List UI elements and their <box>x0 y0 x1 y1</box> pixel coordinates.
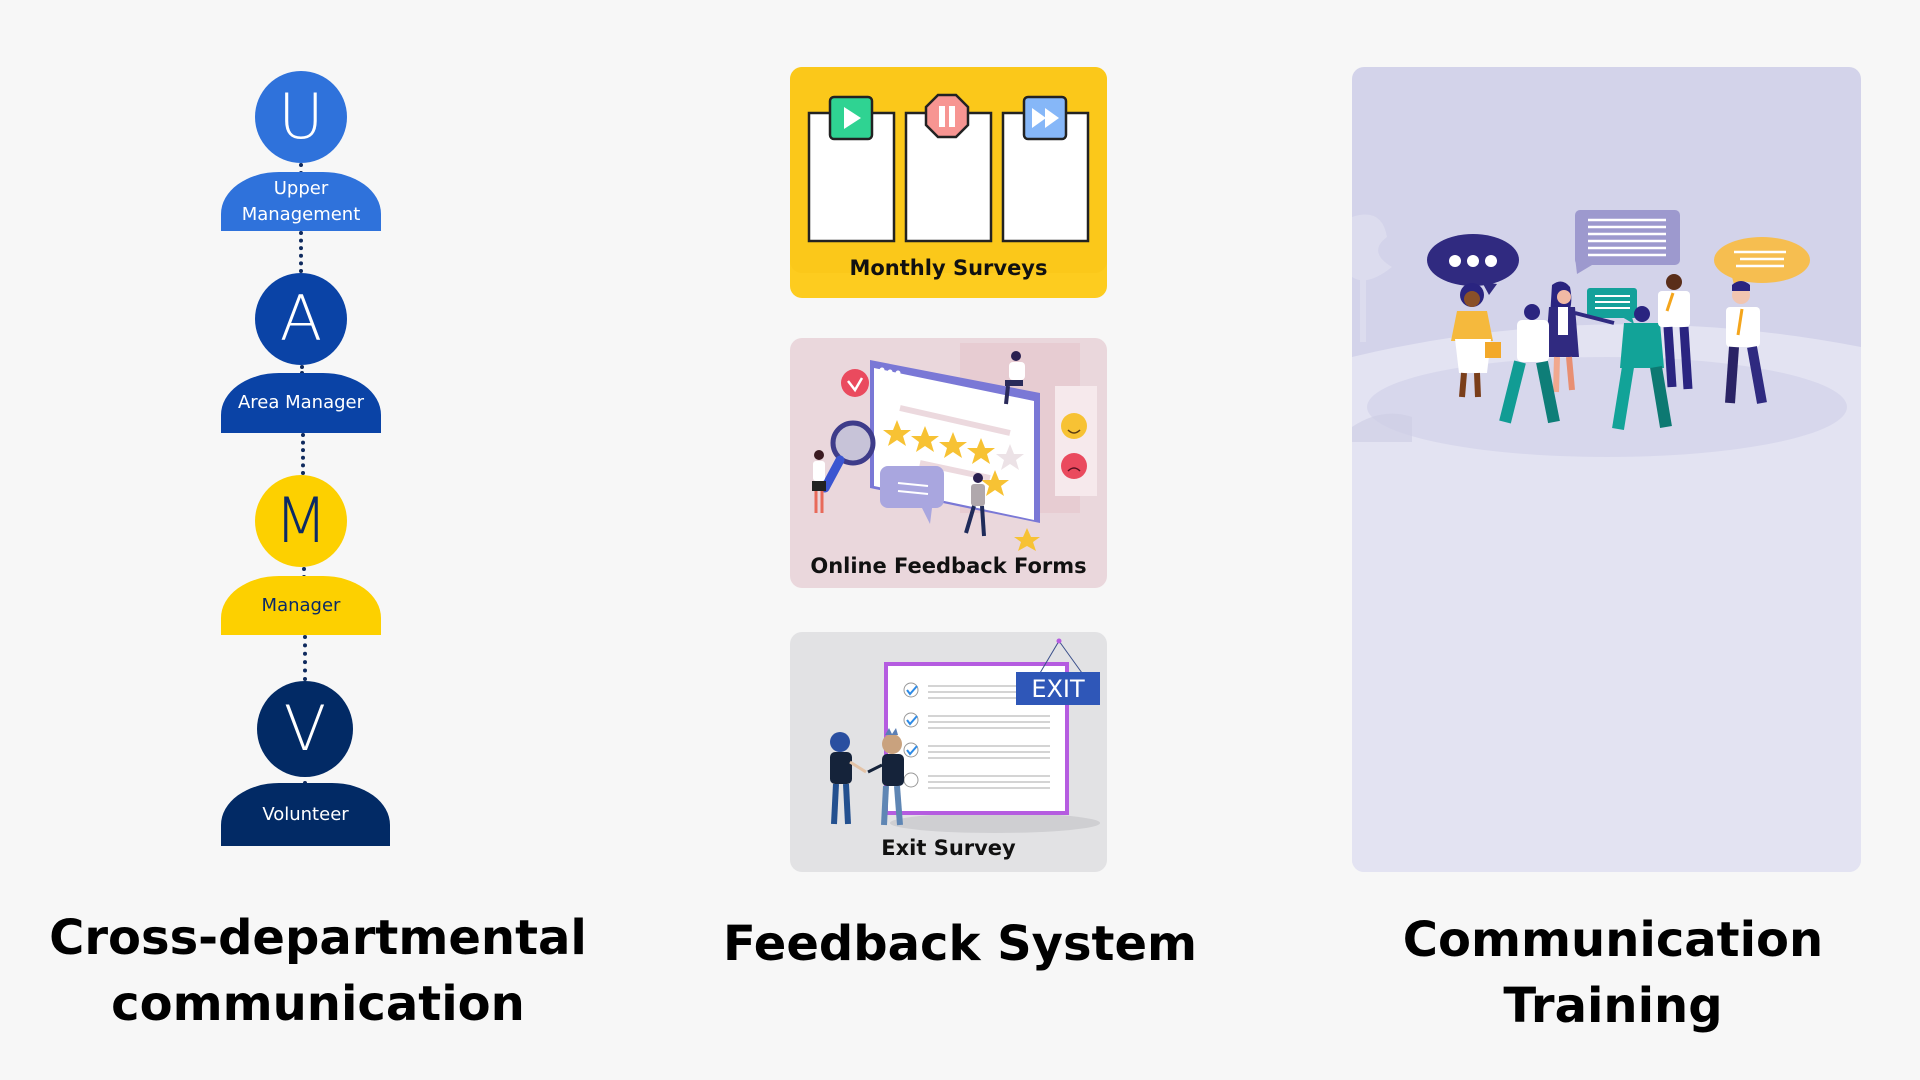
role-area-manager: Area Manager <box>221 373 381 433</box>
section-title-feedback-system: Feedback System <box>700 911 1220 977</box>
role-label-line2: Management <box>241 203 361 225</box>
exit-sign-text: EXIT <box>1031 675 1085 703</box>
connector <box>303 635 307 681</box>
title-line1: Communication <box>1402 912 1824 968</box>
person-man-white-teal <box>1499 304 1560 424</box>
title-line1: Cross-departmental <box>49 910 587 966</box>
pause-icon <box>924 93 970 139</box>
connector <box>299 163 303 175</box>
card-online-feedback-forms: Online Feedback Forms <box>790 338 1107 588</box>
role-upper-management: Upper Management <box>221 172 381 231</box>
avatar-initial: U <box>278 80 324 153</box>
speech-bubble-ellipsis-icon <box>1427 234 1519 295</box>
card-monthly-surveys: Monthly Surveys <box>790 67 1107 298</box>
person-man-tie-center <box>1658 274 1693 390</box>
avatar-volunteer: V <box>257 681 353 777</box>
title-line2: Training <box>1503 978 1723 1034</box>
role-label: Area Manager <box>237 392 365 413</box>
avatar-initial: V <box>283 692 327 765</box>
role-volunteer: Volunteer <box>221 783 390 846</box>
person-man-tie-right <box>1725 281 1767 404</box>
feedback-form-illustration <box>812 343 1097 551</box>
person-figure <box>867 728 904 826</box>
card-label: Exit Survey <box>881 836 1016 860</box>
speech-bubble-teal-icon <box>1587 288 1637 324</box>
speech-bubble-text-icon <box>1575 210 1680 274</box>
survey-boards-illustration <box>790 67 1107 273</box>
exit-sign <box>1016 672 1100 705</box>
section-title-cross-departmental: Cross-departmental communication <box>40 905 596 1037</box>
avatar-upper-management: U <box>255 71 347 163</box>
exit-survey-illustration: EXIT <box>830 638 1100 833</box>
team-conversation-illustration <box>1352 210 1861 872</box>
fast-forward-icon <box>1022 95 1068 141</box>
role-label: Volunteer <box>262 803 349 825</box>
person-man-back-teal <box>1612 306 1672 430</box>
connector <box>301 433 305 475</box>
role-label-line1: Upper <box>273 177 329 199</box>
speech-bubble-yellow-icon <box>1714 237 1810 292</box>
training-illustration-panel <box>1352 67 1861 872</box>
connector <box>303 773 307 785</box>
section-title-communication-training: Communication Training <box>1353 907 1873 1039</box>
connector <box>300 365 304 375</box>
role-label: Manager <box>261 594 341 616</box>
rating-stars <box>883 420 1040 551</box>
person-woman-navy <box>1545 281 1615 393</box>
role-manager: Manager <box>221 576 381 635</box>
avatar-area-manager: A <box>255 273 347 365</box>
person-figure <box>830 732 867 825</box>
check-badge-icon <box>841 369 869 397</box>
avatar-initial: A <box>279 282 323 355</box>
title-line1: Feedback System <box>722 916 1198 972</box>
person-figure <box>1004 351 1025 405</box>
play-icon <box>828 95 874 141</box>
person-figure <box>812 450 826 513</box>
connector <box>302 567 306 579</box>
card-label: Online Feedback Forms <box>810 554 1087 578</box>
magnifier-icon <box>820 420 876 493</box>
person-woman-yellow <box>1451 283 1501 398</box>
connector <box>299 231 303 273</box>
sad-face-icon <box>1061 453 1087 479</box>
person-figure <box>964 473 986 537</box>
avatar-initial: M <box>274 484 328 557</box>
title-line2: communication <box>111 976 525 1032</box>
avatar-manager: M <box>255 475 347 567</box>
card-label: Monthly Surveys <box>849 256 1048 280</box>
happy-face-icon <box>1061 413 1087 439</box>
card-exit-survey: EXIT Exit Survey <box>790 632 1107 872</box>
